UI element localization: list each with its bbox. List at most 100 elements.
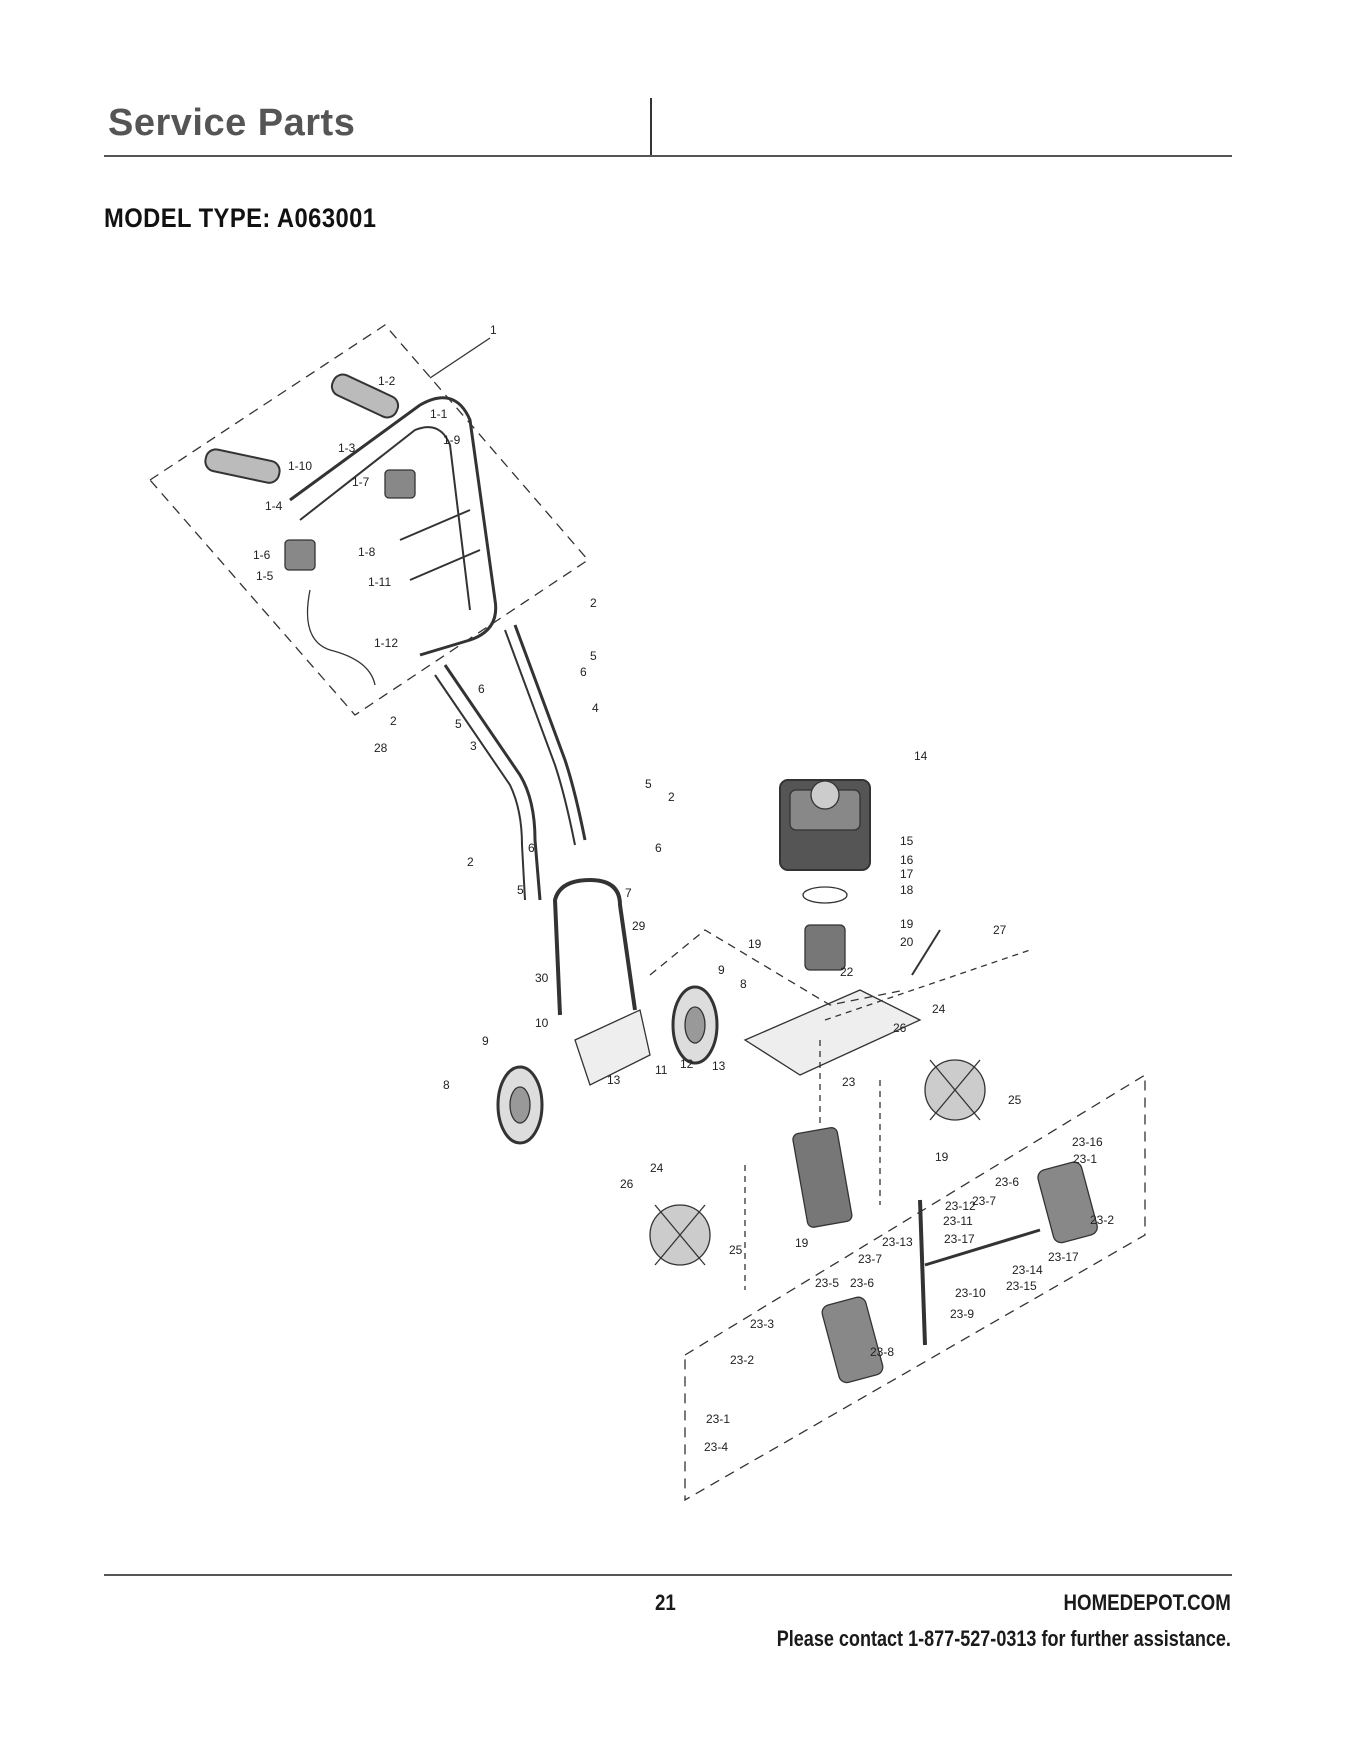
label-23-12: 23-12	[945, 1199, 976, 1213]
header-divider	[650, 98, 652, 156]
label-2: 2	[668, 790, 675, 804]
tine-assembly-left	[649, 1204, 711, 1266]
label-23-17: 23-17	[944, 1232, 975, 1246]
label-23-8: 23-8	[870, 1345, 894, 1359]
label-23-1: 23-1	[1073, 1152, 1097, 1166]
label-24: 24	[932, 1002, 946, 1016]
model-type-heading: MODEL TYPE: A063001	[104, 203, 377, 233]
label-2: 2	[390, 714, 397, 728]
label-23-2: 23-2	[1090, 1213, 1114, 1227]
gearbox-half-left	[821, 1296, 884, 1384]
label-6: 6	[580, 665, 587, 679]
label-1-10: 1-10	[288, 459, 312, 473]
label-1: 1	[490, 323, 497, 337]
label-11: 11	[655, 1063, 668, 1077]
label-2: 2	[467, 855, 474, 869]
page-number: 21	[655, 1590, 676, 1615]
label-23-9: 23-9	[950, 1307, 974, 1321]
label-23-10: 23-10	[955, 1286, 986, 1300]
switch-housing	[284, 539, 316, 571]
wheel-bracket-10	[574, 1009, 651, 1086]
label-23-17: 23-17	[1048, 1250, 1079, 1264]
label-3: 3	[470, 739, 477, 753]
label-20: 20	[900, 935, 914, 949]
label-23: 23	[842, 1075, 856, 1089]
label-1-12: 1-12	[374, 636, 398, 650]
label-6: 6	[528, 841, 535, 855]
tine-assembly-right	[924, 1059, 986, 1121]
label-30: 30	[535, 971, 549, 985]
label-23-16: 23-16	[1072, 1135, 1103, 1149]
label-1-4: 1-4	[265, 499, 283, 513]
lower-frame-7	[552, 877, 637, 1016]
label-13: 13	[712, 1059, 726, 1073]
label-17: 17	[900, 867, 914, 881]
label-5: 5	[645, 777, 652, 791]
label-14: 14	[914, 749, 928, 763]
gearbox-group-outline	[684, 1073, 1146, 1502]
label-19: 19	[795, 1236, 809, 1250]
label-25: 25	[1008, 1093, 1022, 1107]
label-13: 13	[607, 1073, 621, 1087]
engine-group-outline	[649, 929, 906, 1006]
label-1-5: 1-5	[256, 569, 274, 583]
transmission-23	[792, 1127, 853, 1228]
label-6: 6	[478, 682, 485, 696]
handle-group-outline	[149, 324, 589, 716]
handle-tube-4	[513, 624, 587, 841]
page-title: Service Parts	[108, 102, 356, 144]
label-1-7: 1-7	[352, 475, 370, 489]
right-grip	[330, 373, 400, 419]
label-7: 7	[625, 886, 632, 900]
label-5: 5	[517, 883, 524, 897]
label-8: 8	[740, 977, 747, 991]
part-callout-labels: 1 1-2 1-1 1-9 1-3 1-10 1-7 1-4 1-6 1-8 1…	[253, 323, 1114, 1454]
label-23-2: 23-2	[730, 1353, 754, 1367]
label-1-11: 1-11	[368, 575, 391, 589]
label-23-13: 23-13	[882, 1235, 913, 1249]
label-28: 28	[374, 741, 388, 755]
throttle-housing	[384, 469, 416, 499]
contact-line: Please contact 1-877-527-0313 for furthe…	[776, 1626, 1231, 1651]
label-26: 26	[620, 1177, 634, 1191]
label-18: 18	[900, 883, 914, 897]
header-rule	[104, 155, 1232, 157]
label-19: 19	[748, 937, 762, 951]
label-12: 12	[680, 1057, 694, 1071]
label-1-8: 1-8	[358, 545, 376, 559]
label-23-7: 23-7	[972, 1194, 996, 1208]
label-1-2: 1-2	[378, 374, 396, 388]
label-23-14: 23-14	[1012, 1263, 1043, 1277]
tine-shield	[743, 989, 922, 1076]
label-4: 4	[592, 701, 599, 715]
label-1-6: 1-6	[253, 548, 271, 562]
label-1-3: 1-3	[338, 441, 356, 455]
label-23-6: 23-6	[850, 1276, 874, 1290]
handle-tube-3	[443, 664, 542, 901]
label-5: 5	[590, 649, 597, 663]
gearbox-half-right	[1037, 1161, 1098, 1244]
label-23-5: 23-5	[815, 1276, 839, 1290]
label-23-11: 23-11	[943, 1214, 973, 1228]
label-24: 24	[650, 1161, 664, 1175]
label-16: 16	[900, 853, 914, 867]
label-15: 15	[900, 834, 914, 848]
throttle-cable	[306, 589, 376, 686]
engine-mount	[804, 924, 846, 971]
label-23-4: 23-4	[704, 1440, 728, 1454]
label-9: 9	[482, 1034, 489, 1048]
label-19: 19	[935, 1150, 949, 1164]
label-23-15: 23-15	[1006, 1279, 1037, 1293]
label-23-7: 23-7	[858, 1252, 882, 1266]
upper-handle-bar	[289, 396, 498, 657]
site-url: HOMEDEPOT.COM	[1063, 1590, 1231, 1615]
label-2: 2	[590, 596, 597, 610]
label-10: 10	[535, 1016, 549, 1030]
label-1-1: 1-1	[430, 407, 448, 421]
label-9: 9	[718, 963, 725, 977]
label-23-1: 23-1	[706, 1412, 730, 1426]
label-29: 29	[632, 919, 646, 933]
label-23-6: 23-6	[995, 1175, 1019, 1189]
footer-rule	[104, 1574, 1232, 1576]
